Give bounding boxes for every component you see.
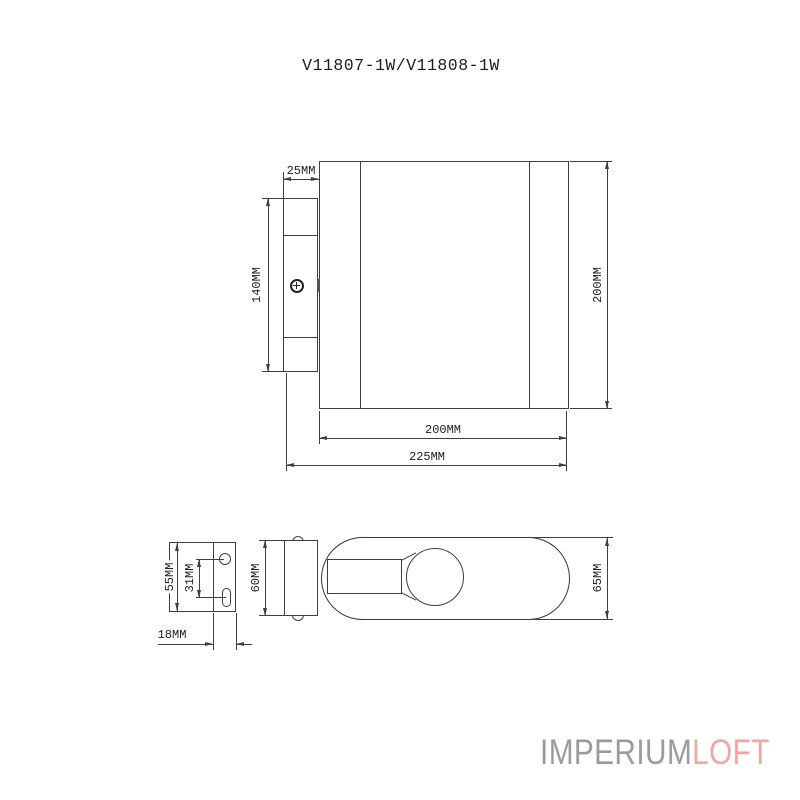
dim-label-bracket-width: 25MM (286, 164, 316, 178)
arrowhead (605, 401, 609, 409)
extension-line (213, 613, 214, 650)
dimension-line (319, 438, 567, 439)
brand-logo-imperium: IMPERIUM (540, 733, 693, 772)
arrowhead (559, 463, 567, 467)
extension-line (570, 161, 612, 162)
dim-label-body-width: 200MM (424, 423, 462, 437)
arrowhead (263, 540, 267, 548)
arrowhead (263, 608, 267, 616)
dim-label-plate-depth: 18MM (157, 628, 187, 642)
dim-label-body-diameter: 65MM (591, 561, 605, 595)
bracket-divider-bottom (284, 337, 317, 338)
extension-line (259, 615, 284, 616)
arrowhead (311, 177, 319, 181)
extension-line (570, 408, 612, 409)
extension-line (283, 172, 284, 198)
arrowhead (605, 611, 609, 619)
plate-fold-line (213, 543, 214, 611)
dimension-line (199, 559, 200, 598)
arrowhead (205, 642, 213, 646)
extension-line (262, 198, 283, 199)
extension-line (236, 613, 237, 650)
arrowhead (175, 543, 179, 551)
mounting-screw-icon (290, 279, 304, 293)
dim-label-plate-height: 55MM (163, 560, 177, 594)
model-number-title: V11807-1W/V11808-1W (302, 56, 500, 75)
dim-label-slot-spacing: 31MM (183, 561, 197, 595)
backplate-outline (284, 540, 318, 616)
arrowhead (605, 538, 609, 546)
extension-line (262, 371, 283, 372)
dim-label-overall-width: 225MM (408, 450, 446, 464)
extension-line (529, 537, 613, 538)
arrowhead (197, 590, 201, 598)
dimension-line (268, 198, 269, 372)
arrowhead (266, 364, 270, 372)
dimension-line (158, 644, 213, 645)
brand-logo: IMPERIUMLOFT (540, 733, 770, 773)
brand-logo-loft: LOFT (692, 733, 770, 772)
extension-line (259, 540, 284, 541)
bracket-divider-top (284, 235, 317, 236)
dimension-line (607, 161, 608, 409)
arrowhead (605, 161, 609, 169)
arrowhead (559, 436, 567, 440)
dim-label-body-height: 200MM (591, 264, 605, 306)
lamp-socket (327, 559, 402, 594)
arrowhead (175, 603, 179, 611)
dimension-line (265, 540, 266, 616)
light-bulb (406, 548, 464, 606)
dim-label-backplate-width: 60MM (249, 561, 263, 595)
backplate-tab-top (292, 536, 304, 542)
extension-line (196, 597, 226, 598)
bracket-joint-mark (317, 279, 320, 292)
arrowhead (283, 177, 291, 181)
extension-line (196, 559, 224, 560)
dim-label-bracket-height: 140MM (250, 264, 264, 306)
extension-line (319, 411, 320, 444)
lamp-body-outline (319, 161, 569, 409)
arrowhead (286, 463, 294, 467)
arrowhead (319, 436, 327, 440)
extension-line (566, 411, 567, 471)
dimension-line (607, 538, 608, 619)
body-contour-line-right (529, 162, 530, 408)
extension-line (286, 373, 287, 471)
dimension-line (286, 465, 567, 466)
dimension-line (236, 644, 252, 645)
body-contour-line-left (360, 162, 361, 408)
arrowhead (266, 198, 270, 206)
dimension-line (283, 179, 319, 180)
arrowhead (197, 559, 201, 567)
dimension-line (177, 543, 178, 611)
extension-line (529, 619, 613, 620)
arrowhead (236, 642, 244, 646)
